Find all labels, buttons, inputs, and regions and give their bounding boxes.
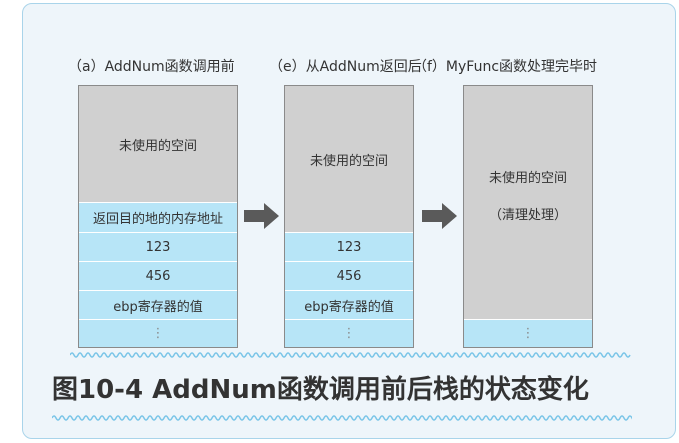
wave-divider-top: [70, 352, 631, 358]
column-title-f: （f）MyFunc函数处理完毕时: [413, 59, 598, 75]
stack-e-unused: 未使用的空间: [285, 86, 413, 232]
stack-e-ellipsis: ⋮: [285, 319, 413, 347]
stack-f-unused: 未使用的空间 （清理处理）: [464, 86, 592, 319]
stack-e-value-456: 456: [285, 261, 413, 290]
stack-f-cleanup-label: （清理处理）: [488, 207, 567, 223]
stack-a-unused: 未使用的空间: [79, 86, 237, 202]
stack-e: 未使用的空间 123 456 ebp寄存器的值 ⋮: [284, 85, 414, 348]
stack-a: 未使用的空间 返回目的地的内存地址 123 456 ebp寄存器的值 ⋮: [78, 85, 238, 348]
stack-a-ebp-value: ebp寄存器的值: [79, 290, 237, 319]
arrow-right-icon: [244, 203, 279, 229]
stack-a-ellipsis: ⋮: [79, 319, 237, 347]
stack-f-ellipsis: ⋮: [464, 319, 592, 347]
stack-f: 未使用的空间 （清理处理） ⋮: [463, 85, 593, 348]
stack-a-value-456: 456: [79, 261, 237, 290]
figure-caption: 图10-4 AddNum函数调用前后栈的状态变化: [52, 375, 589, 405]
stack-e-ebp-value: ebp寄存器的值: [285, 290, 413, 319]
wave-divider-bottom: [52, 415, 632, 421]
column-title-e: （e）从AddNum返回后: [269, 59, 422, 75]
stack-f-unused-label: 未使用的空间: [488, 170, 567, 186]
arrow-right-icon: [422, 203, 457, 229]
stack-a-value-123: 123: [79, 232, 237, 261]
column-title-a: （a）AddNum函数调用前: [68, 59, 235, 75]
stack-a-return-address: 返回目的地的内存地址: [79, 202, 237, 232]
stack-e-value-123: 123: [285, 232, 413, 261]
